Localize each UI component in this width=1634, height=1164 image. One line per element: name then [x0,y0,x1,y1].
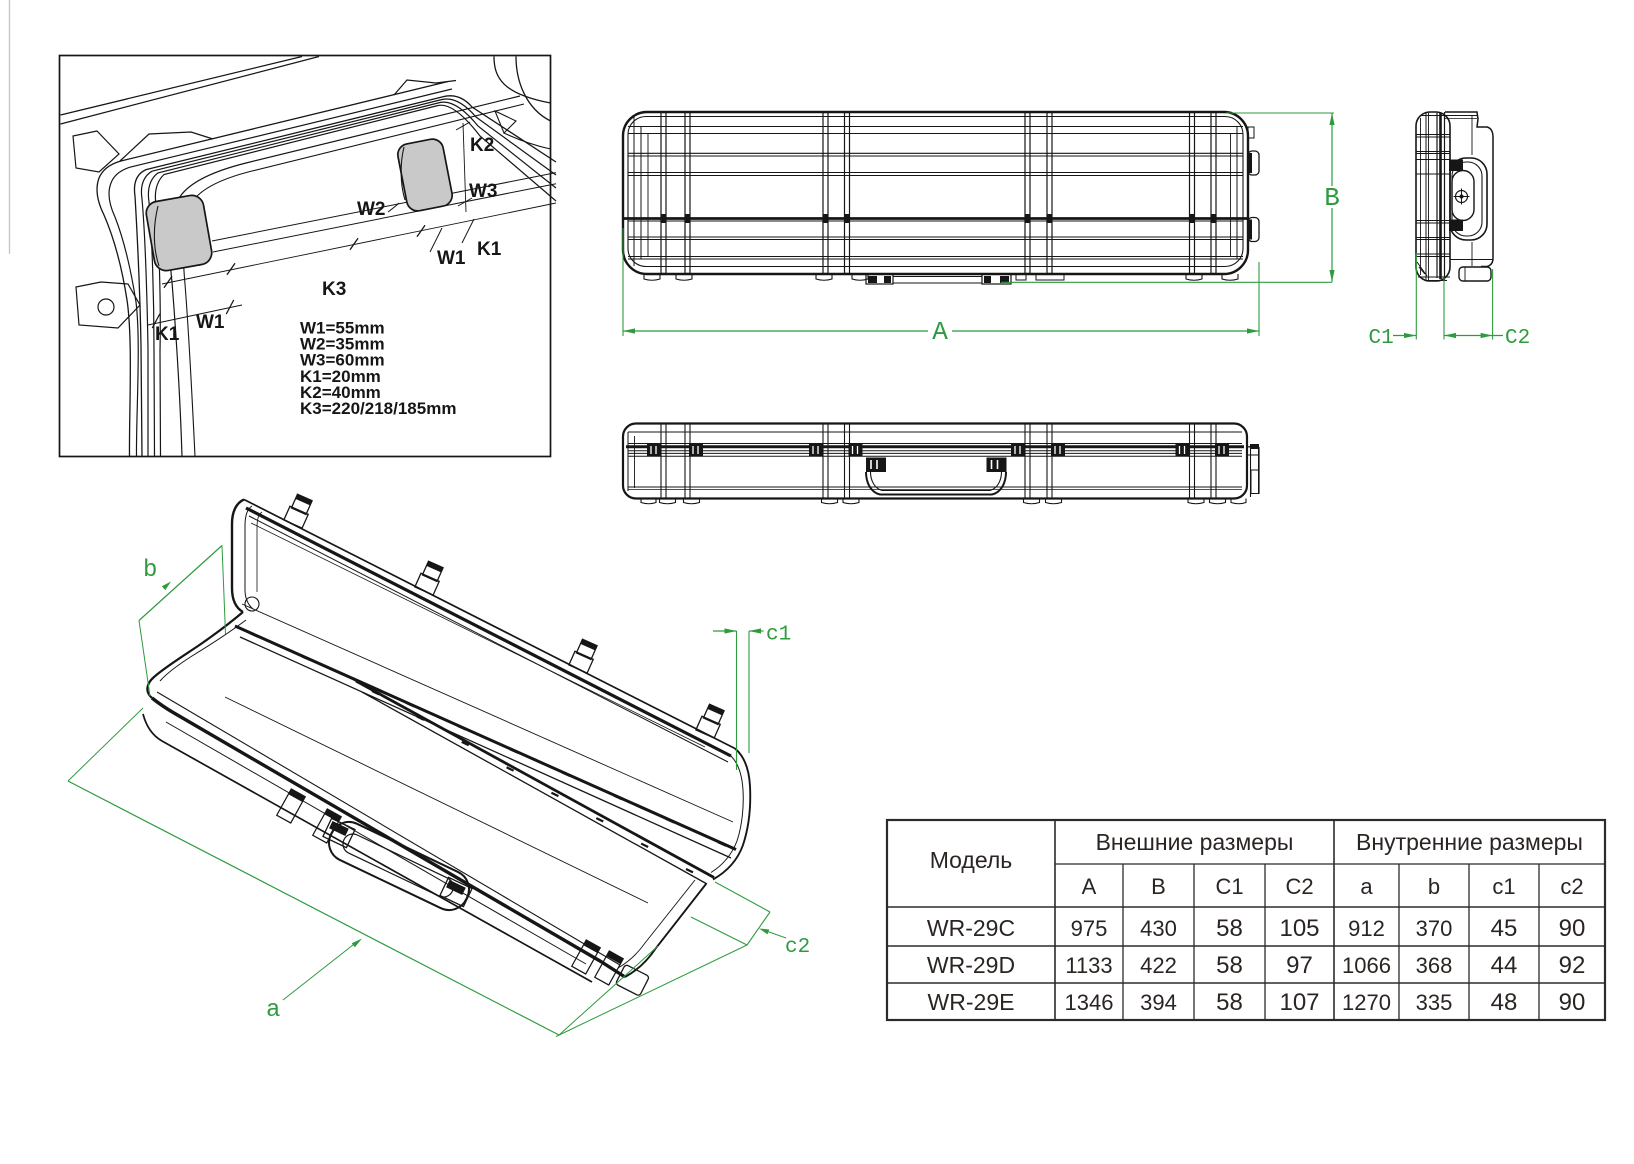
svg-text:370: 370 [1416,916,1453,941]
svg-text:1346: 1346 [1065,990,1114,1015]
svg-text:c2: c2 [1560,874,1583,899]
svg-text:335: 335 [1416,990,1453,1015]
svg-text:c2: c2 [785,936,810,959]
svg-text:WR-29E: WR-29E [928,989,1015,1015]
svg-text:422: 422 [1140,953,1177,978]
svg-text:A: A [1082,874,1097,899]
svg-text:B: B [1324,183,1340,213]
svg-text:C2: C2 [1505,327,1530,350]
svg-text:W3: W3 [469,181,498,202]
svg-text:a: a [1360,874,1373,899]
svg-text:90: 90 [1559,989,1586,1016]
svg-text:58: 58 [1216,915,1243,942]
svg-text:W3=60mm: W3=60mm [300,351,385,370]
svg-text:K2=40mm: K2=40mm [300,383,381,402]
svg-text:394: 394 [1140,990,1177,1015]
svg-text:WR-29C: WR-29C [927,915,1015,941]
svg-text:W1=55mm: W1=55mm [300,319,385,338]
svg-text:90: 90 [1559,915,1586,942]
svg-text:Внутренние размеры: Внутренние размеры [1356,829,1583,855]
svg-text:Внешние размеры: Внешние размеры [1096,829,1294,855]
svg-text:K3=220/218/185mm: K3=220/218/185mm [300,399,456,418]
svg-text:48: 48 [1491,989,1518,1016]
svg-text:W2: W2 [357,199,386,220]
svg-text:92: 92 [1559,952,1586,979]
svg-text:b: b [143,557,157,584]
svg-text:C2: C2 [1285,874,1313,899]
svg-text:W1: W1 [196,312,225,333]
svg-text:C1: C1 [1369,327,1394,350]
svg-text:1133: 1133 [1065,953,1112,978]
svg-text:K1: K1 [477,239,502,260]
svg-text:107: 107 [1279,989,1319,1016]
svg-text:K1=20mm: K1=20mm [300,367,381,386]
svg-text:K1: K1 [155,324,180,345]
svg-text:368: 368 [1416,953,1453,978]
svg-text:W1: W1 [437,248,466,269]
svg-text:430: 430 [1140,916,1177,941]
svg-text:K3: K3 [322,279,346,300]
svg-text:58: 58 [1216,989,1243,1016]
svg-text:c1: c1 [766,624,791,647]
svg-text:912: 912 [1348,916,1385,941]
svg-text:44: 44 [1491,952,1518,979]
svg-text:105: 105 [1279,915,1319,942]
svg-text:97: 97 [1286,952,1313,979]
svg-text:1066: 1066 [1342,953,1391,978]
svg-text:b: b [1428,874,1440,899]
svg-text:c1: c1 [1492,874,1515,899]
svg-text:B: B [1151,874,1166,899]
svg-text:a: a [266,997,280,1024]
svg-text:A: A [932,317,948,347]
svg-text:58: 58 [1216,952,1243,979]
svg-text:45: 45 [1491,915,1518,942]
svg-text:K2: K2 [470,135,494,156]
svg-text:W2=35mm: W2=35mm [300,335,385,354]
svg-text:C1: C1 [1215,874,1243,899]
svg-text:Модель: Модель [930,847,1013,873]
svg-text:1270: 1270 [1342,990,1391,1015]
svg-text:975: 975 [1071,916,1108,941]
svg-text:WR-29D: WR-29D [927,952,1015,978]
